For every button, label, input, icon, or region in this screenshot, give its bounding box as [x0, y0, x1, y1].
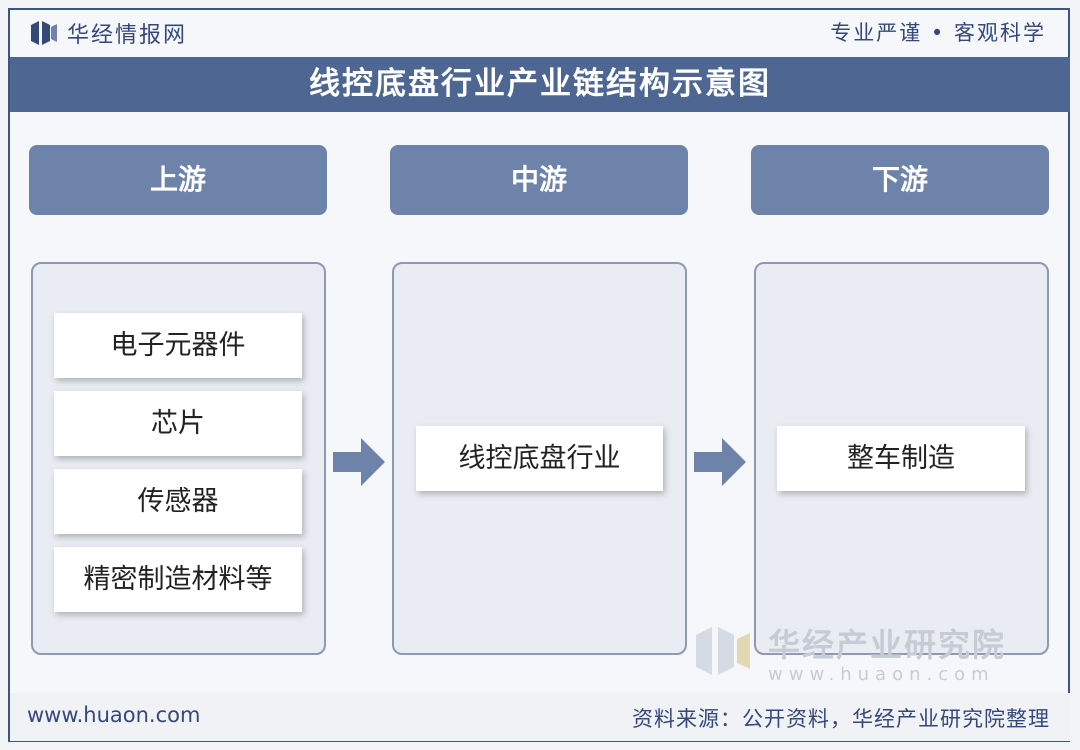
stage-header-midstream: 中游: [390, 145, 688, 215]
slogan: 专业严谨 • 客观科学: [830, 21, 1046, 45]
footer-bar: [10, 693, 1070, 741]
top-bar: 华经情报网 专业严谨 • 客观科学: [0, 0, 1080, 60]
downstream-item-vehicle-manufacturing: 整车制造: [777, 426, 1025, 491]
watermark-url: www.huaon.com: [768, 664, 995, 685]
arrow-right-icon: [333, 438, 385, 486]
stage-header-upstream: 上游: [29, 145, 327, 215]
footer-url[interactable]: www.huaon.com: [27, 703, 201, 727]
huajing-logo-icon: [31, 21, 57, 45]
upstream-item-sensors: 传感器: [54, 469, 302, 534]
watermark-text: 华经产业研究院: [768, 626, 1007, 664]
footer-source: 资料来源：公开资料，华经产业研究院整理: [632, 707, 1050, 731]
page-title: 线控底盘行业产业链结构示意图: [10, 57, 1070, 112]
watermark-logo-icon: [696, 627, 750, 675]
stage-header-downstream: 下游: [751, 145, 1049, 215]
logo-text: 华经情报网: [67, 23, 188, 48]
upstream-item-electronic-components: 电子元器件: [54, 313, 302, 378]
upstream-item-chips: 芯片: [54, 391, 302, 456]
upstream-item-precision-materials: 精密制造材料等: [54, 547, 302, 612]
midstream-item-wire-control-chassis: 线控底盘行业: [416, 426, 663, 491]
arrow-right-icon: [694, 438, 746, 486]
